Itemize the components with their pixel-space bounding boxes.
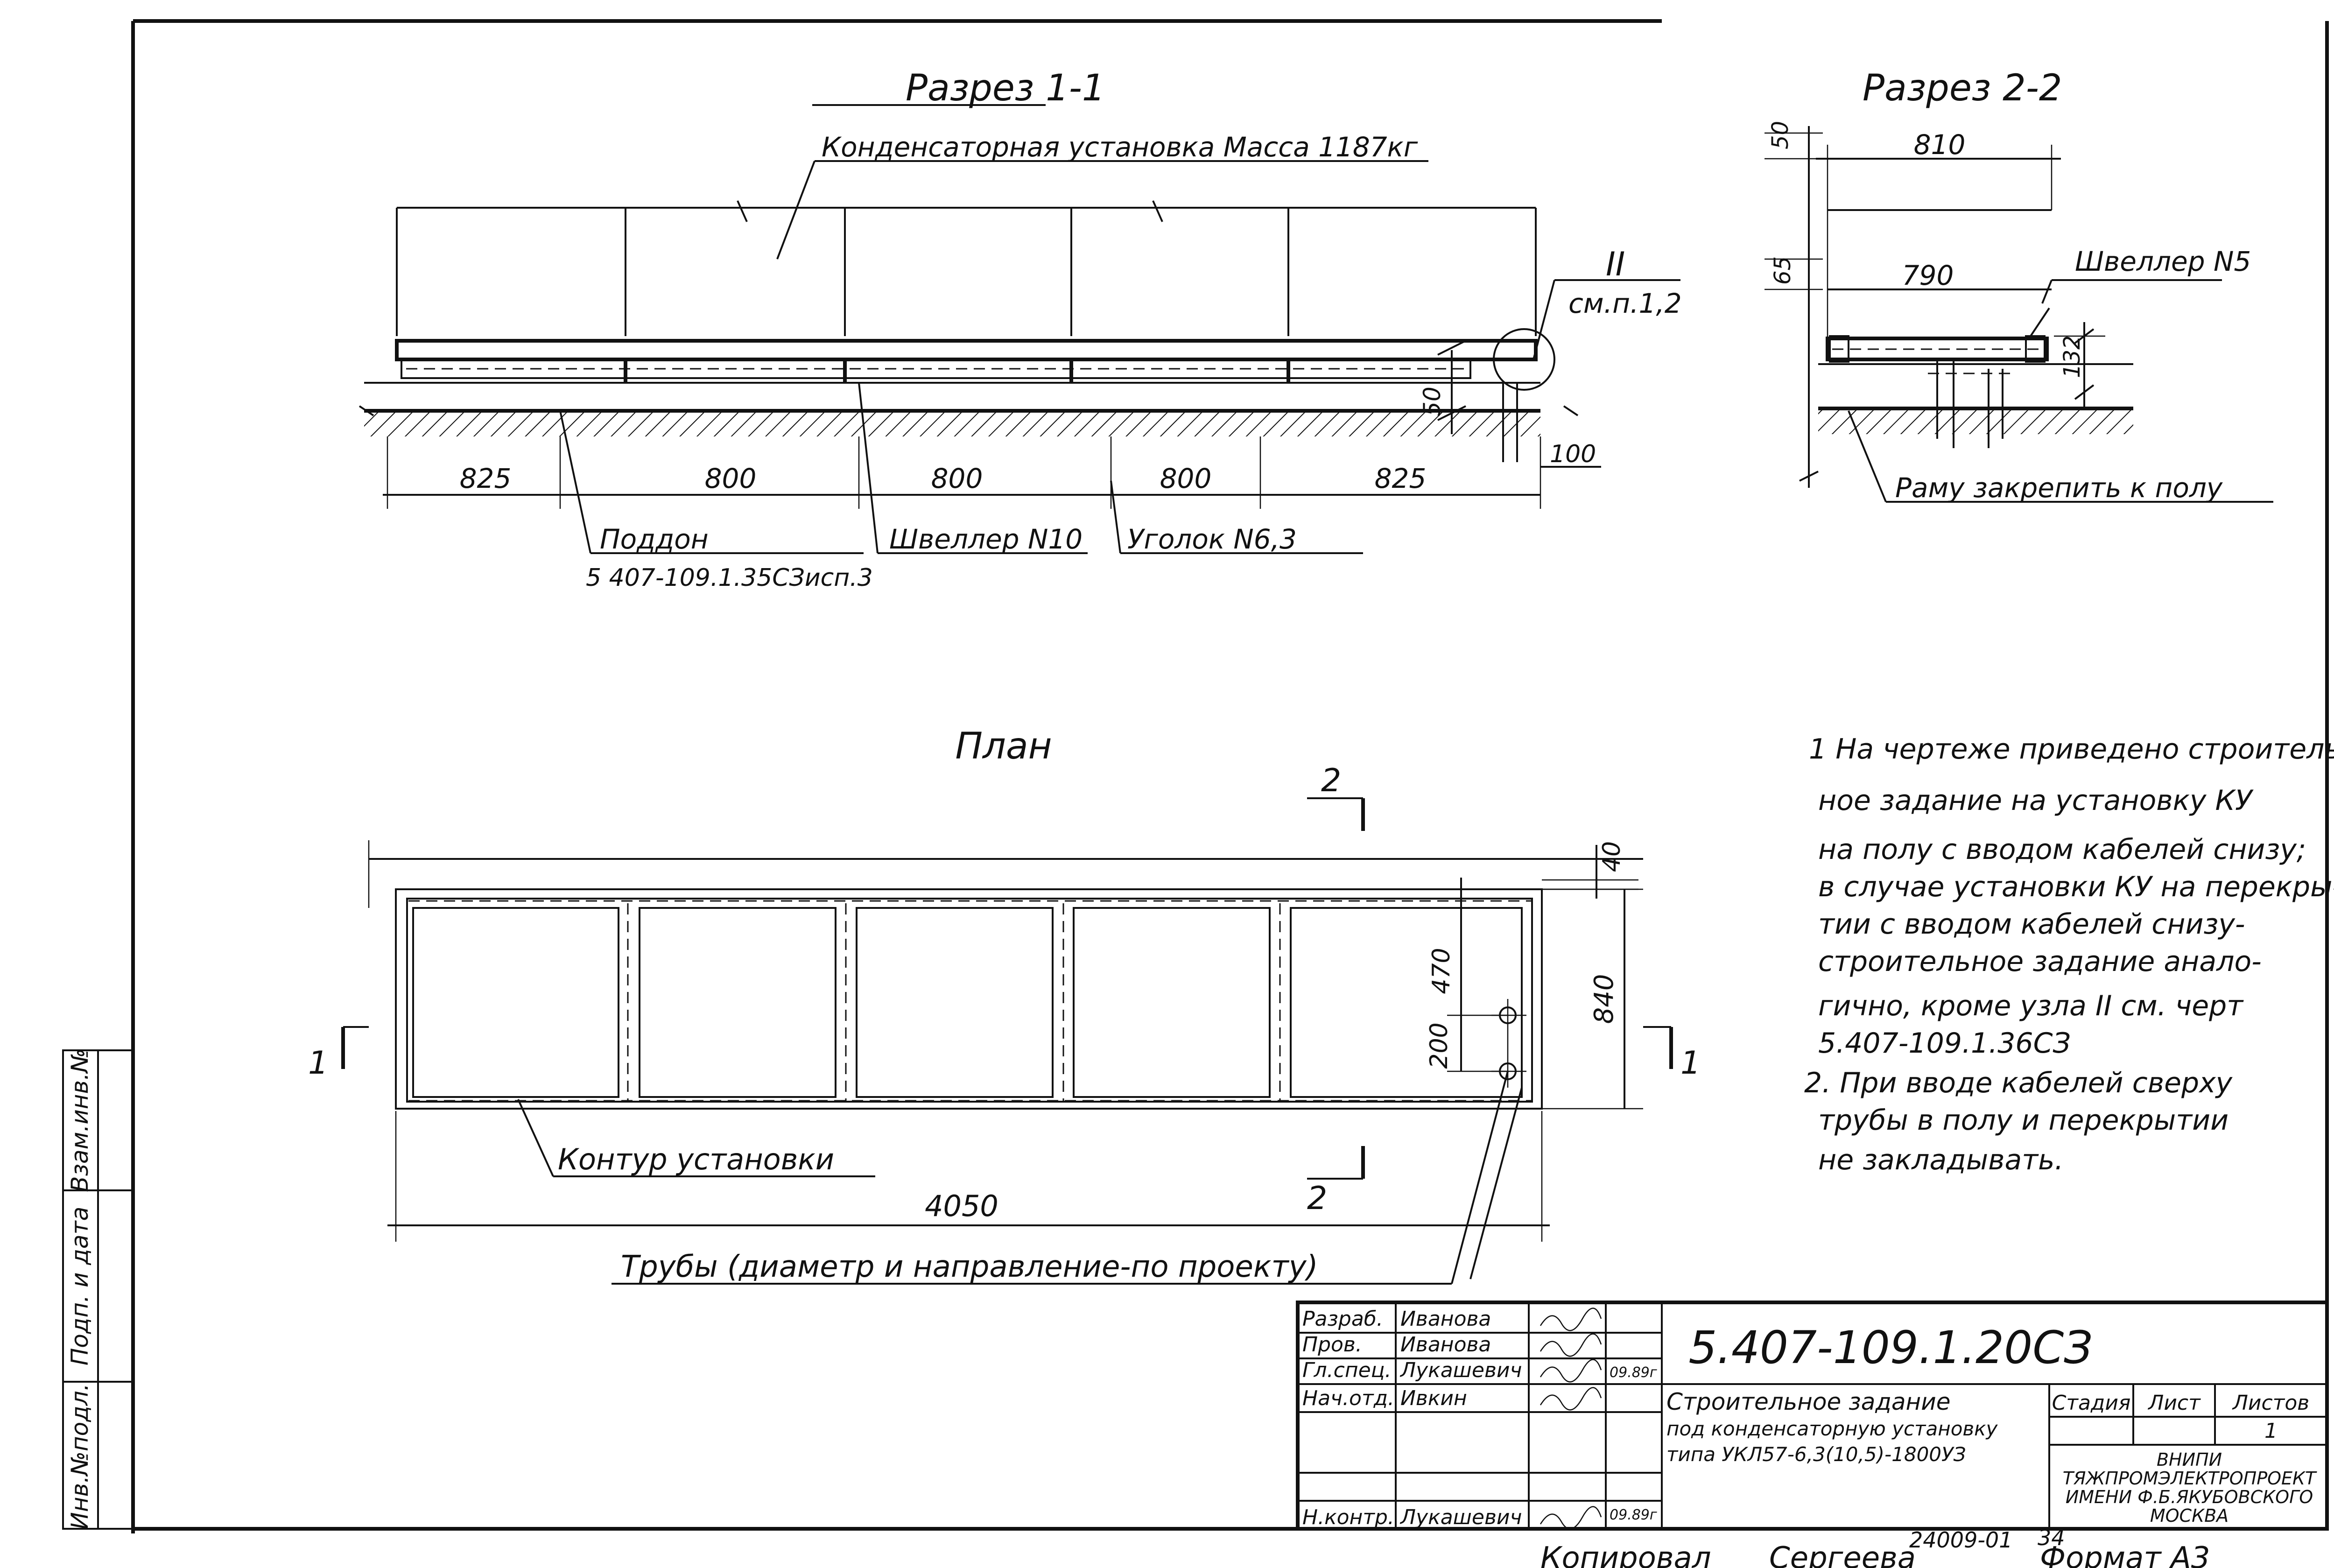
tb-name-razrab: Иванова [1400, 1307, 1491, 1331]
section-1-1-title: Разрез 1-1 [906, 67, 1105, 109]
note-line-2: ное задание на установку КУ [1818, 784, 2254, 817]
side-label-vzam-inv: Взам.инв.№ [66, 1048, 93, 1192]
cut-1-left: 1 [308, 1045, 328, 1082]
note-line-4: в случае установки КУ на перекры- [1818, 871, 2334, 903]
doc-number: 5.407-109.1.20СЗ [1688, 1322, 2093, 1374]
label-contour: Контур установки [558, 1142, 834, 1176]
label-angle-n6-3: Уголок N6,3 [1127, 523, 1297, 555]
footer-copied: Копировал [1540, 1541, 1711, 1568]
dim-800-a: 800 [705, 463, 757, 494]
dim-50-2-2: 50 [1767, 121, 1793, 149]
label-pallet-ref: 5 407-109.1.35СЗисп.3 [586, 564, 873, 592]
tb-name-nachotd: Ивкин [1400, 1386, 1467, 1410]
footer-sheet-no: 34 [2038, 1525, 2065, 1550]
plan-title: План [955, 725, 1052, 767]
footer-order: 24009-01 [1909, 1527, 2012, 1553]
note-line-9: 2. При вводе кабелей сверху [1804, 1067, 2233, 1099]
callout-node-ii: II [1606, 245, 1625, 283]
dim-825-left: 825 [460, 463, 512, 494]
label-channel-n10: Швеллер N10 [889, 523, 1083, 555]
tb-col-sheet: Лист [2147, 1391, 2201, 1415]
cut-1-right: 1 [1680, 1045, 1701, 1082]
side-label-podp-data: Подп. и дата [66, 1207, 93, 1366]
dim-40: 40 [1598, 841, 1626, 872]
dim-800-b: 800 [931, 463, 983, 494]
doc-title-line-1: Строительное задание [1666, 1388, 1951, 1415]
note-line-8: 5.407-109.1.36СЗ [1818, 1027, 2071, 1060]
tb-name-nkontr: Лукашевич [1399, 1505, 1522, 1529]
dim-200: 200 [1425, 1022, 1453, 1069]
note-line-6: строительное задание анало- [1818, 945, 2262, 978]
note-line-1: 1 На чертеже приведено строитель- [1809, 733, 2334, 766]
signature-nkontr [1540, 1506, 1602, 1530]
org-line-4: МОСКВА [2150, 1505, 2229, 1526]
callout-ref: см.п.1,2 [1568, 288, 1682, 319]
signature-razrab [1540, 1308, 1602, 1331]
plan-view: План 470 200 840 [308, 725, 1701, 1285]
tb-role-nkontr: Н.контр. [1302, 1505, 1394, 1529]
dim-470: 470 [1427, 948, 1455, 994]
notes: 1 На чертеже приведено строитель- ное за… [1804, 733, 2334, 1176]
footer: Копировал Сергеева 24009-01 34 Формат А3 [1540, 1525, 2210, 1568]
tb-sheets-value: 1 [2264, 1419, 2278, 1443]
tb-col-stage: Стадия [2052, 1391, 2131, 1415]
tb-role-razrab: Разраб. [1302, 1307, 1383, 1331]
dim-825-right: 825 [1375, 463, 1427, 494]
dim-840: 840 [1589, 974, 1619, 1024]
side-strip: Инв.№подл. Подп. и дата Взам.инв.№ [62, 1048, 134, 1530]
title-block: Разраб. Иванова Пров. Иванова Гл.спец. Л… [1296, 1301, 2329, 1531]
tb-name-prov: Иванова [1400, 1333, 1491, 1357]
label-channel-n5: Швеллер N5 [2075, 246, 2251, 277]
dim-height-50: 50 [1419, 387, 1446, 416]
cut-2-top: 2 [1321, 762, 1341, 799]
note-line-5: тии с вводом кабелей снизу- [1818, 908, 2245, 941]
side-label-inv-podl: Инв.№подл. [66, 1383, 93, 1529]
note-line-10: трубы в полу и перекрытии [1818, 1104, 2229, 1137]
dim-4050: 4050 [925, 1189, 998, 1223]
label-fix-to-floor: Раму закрепить к полу [1895, 472, 2223, 504]
org-line-3: ИМЕНИ Ф.Б.ЯКУБОВСКОГО [2066, 1487, 2313, 1507]
sheet-frame [131, 19, 2329, 1533]
footer-copier: Сергеева [1769, 1541, 1916, 1568]
doc-title-line-2: под конденсаторную установку [1666, 1417, 1998, 1440]
org-line-2: ТЯЖПРОМЭЛЕКТРОПРОЕКТ [2063, 1468, 2317, 1489]
section-1-1: Разрез 1-1 Конденсаторная установка Масс… [359, 67, 1682, 592]
dim-100: 100 [1550, 440, 1596, 468]
signature-prov [1540, 1333, 1602, 1357]
tb-date-glspec: 09.89г [1610, 1364, 1657, 1381]
label-pallet: Поддон [600, 523, 709, 555]
dim-790: 790 [1902, 260, 1954, 291]
tb-role-nachotd: Нач.отд. [1302, 1386, 1394, 1410]
unit-mass-label: Конденсаторная установка Масса 1187кг [822, 131, 1418, 163]
section-2-2: Разрез 2-2 810 790 50 65 [1765, 67, 2273, 504]
tb-col-sheets: Листов [2232, 1391, 2309, 1415]
cut-2-bottom: 2 [1307, 1180, 1327, 1217]
dim-800-c: 800 [1160, 463, 1212, 494]
tb-role-glspec: Гл.спец. [1302, 1358, 1392, 1382]
dim-810: 810 [1914, 129, 1966, 161]
footer-format: Формат А3 [2040, 1541, 2210, 1568]
section-2-2-title: Разрез 2-2 [1863, 67, 2062, 109]
signature-nachotd [1540, 1387, 1602, 1411]
tb-name-glspec: Лукашевич [1399, 1358, 1522, 1382]
label-pipes: Трубы (диаметр и направление-по проекту) [621, 1250, 1318, 1284]
note-line-3: на полу с вводом кабелей снизу; [1818, 833, 2306, 866]
dim-132: 132 [2059, 335, 2085, 378]
dim-65: 65 [1770, 256, 1796, 285]
doc-title-line-3: типа УКЛ57-6,3(10,5)-1800УЗ [1666, 1443, 1966, 1466]
org-line-1: ВНИПИ [2157, 1449, 2222, 1470]
note-line-11: не закладывать. [1818, 1144, 2064, 1176]
signature-glspec [1540, 1359, 1602, 1383]
tb-role-prov: Пров. [1302, 1333, 1362, 1357]
tb-date-nkontr: 09.89г [1610, 1507, 1657, 1523]
note-line-7: гично, кроме узла II см. черт [1818, 990, 2244, 1022]
